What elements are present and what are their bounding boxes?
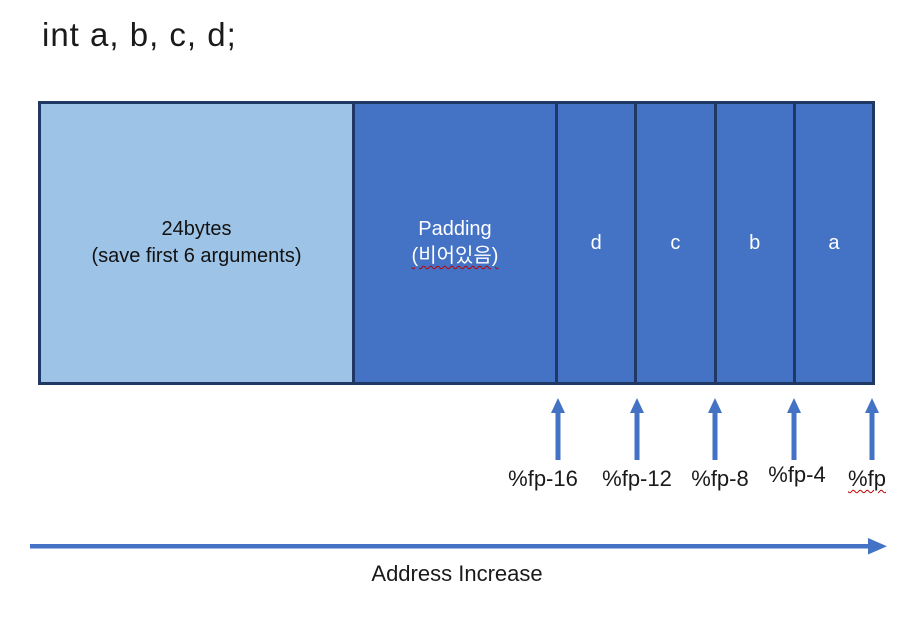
stack-memory-box: 24bytes (save first 6 arguments) Padding… <box>38 101 875 385</box>
saved-arguments-note-label: (save first 6 arguments) <box>91 245 302 267</box>
fp-8-arrow-icon <box>708 398 722 460</box>
section-padding: Padding (비어있음) <box>352 104 555 382</box>
fp-16-label: %fp-16 <box>508 466 578 491</box>
var-a-label: a <box>828 231 840 254</box>
section-var-b: b <box>713 104 793 382</box>
fp-4-arrow-icon <box>787 398 801 460</box>
address-increase-label: Address Increase <box>371 561 543 586</box>
var-d-label: d <box>590 231 602 254</box>
section-var-d: d <box>555 104 635 382</box>
fp-8-label: %fp-8 <box>691 466 749 491</box>
fp-label: %fp <box>848 466 886 491</box>
padding-korean-note-label: (비어있음) <box>411 245 499 267</box>
section-var-a: a <box>792 104 872 382</box>
saved-arguments-size-label: 24bytes <box>161 218 232 240</box>
padding-label: Padding <box>418 218 492 240</box>
section-saved-arguments: 24bytes (save first 6 arguments) <box>41 104 352 382</box>
address-increase-arrow-icon <box>30 538 887 555</box>
section-var-c: c <box>634 104 714 382</box>
fp-16-arrow-icon <box>551 398 565 460</box>
code-declaration-title: int a, b, c, d; <box>42 16 237 53</box>
fp-4-label: %fp-4 <box>768 462 826 487</box>
var-b-label: b <box>749 231 761 254</box>
fp-12-label: %fp-12 <box>602 466 672 491</box>
fp-12-arrow-icon <box>630 398 644 460</box>
var-c-label: c <box>670 231 681 254</box>
fp-arrow-icon <box>865 398 879 460</box>
